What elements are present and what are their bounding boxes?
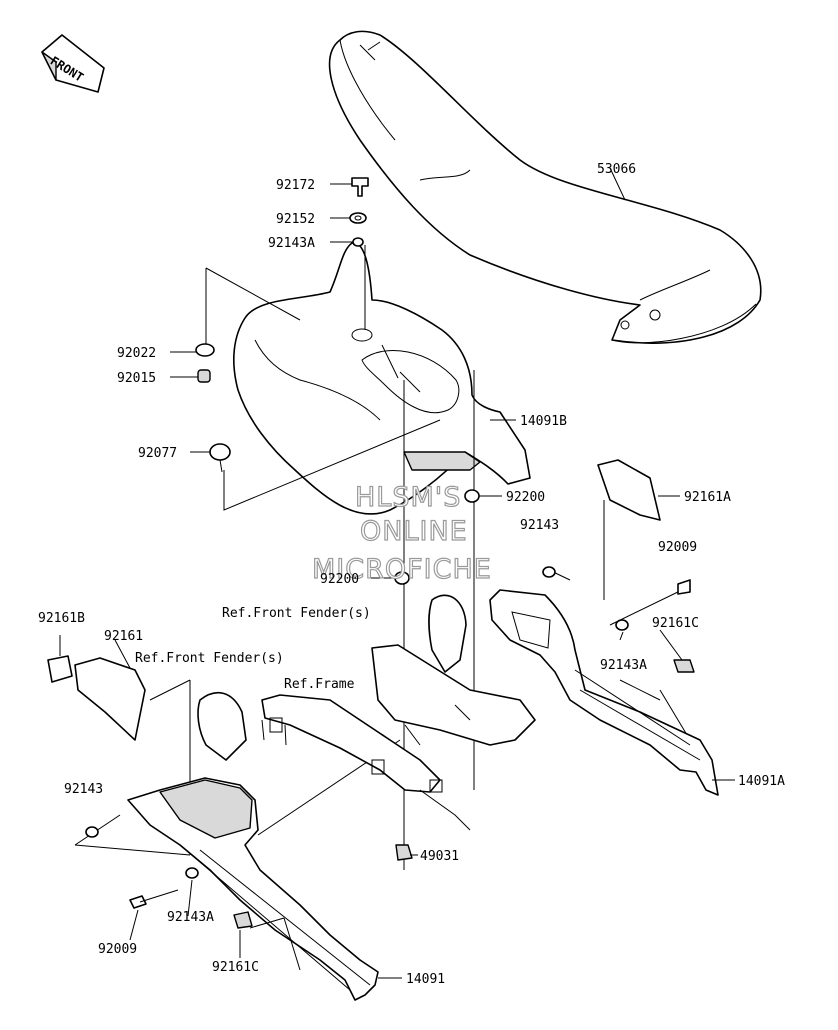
watermark-line-2: ONLINE — [360, 516, 468, 547]
pad-92161A — [597, 459, 661, 521]
frame-bracket — [261, 644, 536, 831]
seat-53066 — [328, 30, 762, 344]
label-92200-a: 92200 — [506, 490, 545, 505]
label-92143A-top: 92143A — [268, 236, 315, 251]
side-cover-14091B — [233, 242, 531, 515]
label-14091B: 14091B — [520, 414, 567, 429]
watermark: HLSM'S ONLINE MICROFICHE — [311, 481, 492, 585]
label-92172: 92172 — [276, 178, 315, 193]
front-arrow-icon: FRONT — [41, 34, 105, 93]
label-14091A: 14091A — [738, 774, 785, 789]
label-92143A-bottom: 92143A — [167, 910, 214, 925]
label-92161B: 92161B — [38, 611, 85, 626]
label-ref-front-fender-2: Ref.Front Fender(s) — [135, 651, 284, 666]
label-49031: 49031 — [420, 849, 459, 864]
label-92152: 92152 — [276, 212, 315, 227]
label-14091: 14091 — [406, 972, 445, 987]
leader-lines — [59, 167, 735, 979]
pad-92161B — [47, 655, 73, 683]
label-92077: 92077 — [138, 446, 177, 461]
front-fender-ref-right — [428, 594, 467, 673]
label-92161C-bottom: 92161C — [212, 960, 259, 975]
front-fender-ref-left — [197, 691, 247, 761]
label-92143A-right: 92143A — [600, 658, 647, 673]
label-92009-left: 92009 — [98, 942, 137, 957]
label-92022: 92022 — [117, 346, 156, 361]
label-ref-frame: Ref.Frame — [284, 677, 355, 692]
hardware — [85, 177, 695, 929]
mud-guard-14091 — [127, 777, 379, 1001]
label-92161C-right: 92161C — [652, 616, 699, 631]
label-92161A: 92161A — [684, 490, 731, 505]
label-92015: 92015 — [117, 371, 156, 386]
label-92143-right: 92143 — [520, 518, 559, 533]
label-92200-b: 92200 — [320, 572, 359, 587]
label-53066: 53066 — [597, 162, 636, 177]
label-92161: 92161 — [104, 629, 143, 644]
label-92009-right: 92009 — [658, 540, 697, 555]
label-ref-front-fender-1: Ref.Front Fender(s) — [222, 606, 371, 621]
part-labels: 53066 92172 92152 92143A 92022 92015 920… — [38, 162, 785, 987]
label-92143-left: 92143 — [64, 782, 103, 797]
mud-guard-14091A — [489, 589, 719, 796]
watermark-line-1: HLSM'S — [355, 482, 461, 513]
watermark-line-3: MICROFICHE — [312, 554, 492, 585]
pad-92161 — [74, 657, 146, 741]
